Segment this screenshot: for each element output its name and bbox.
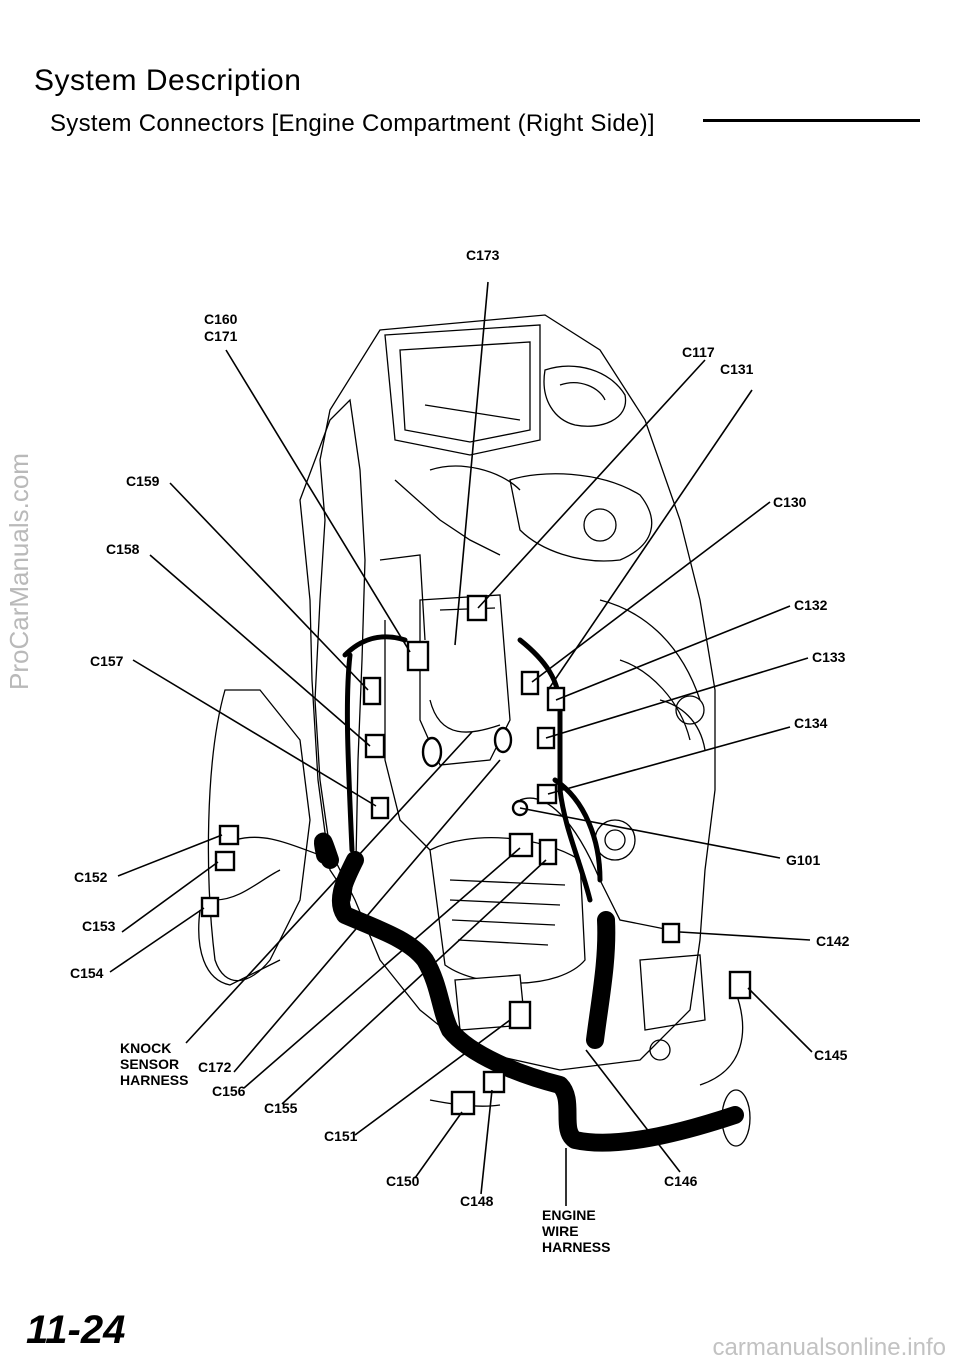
connector-c145 xyxy=(728,970,752,1000)
label-knock-line-2: SENSOR xyxy=(120,1056,179,1072)
connector-c159 xyxy=(362,676,382,706)
label-c133: C133 xyxy=(812,649,846,665)
connector-c148 xyxy=(482,1070,506,1094)
connector-c132 xyxy=(546,686,566,712)
label-c145: C145 xyxy=(814,1047,848,1063)
connector-c154 xyxy=(200,896,220,918)
connector-c150 xyxy=(450,1090,476,1116)
label-c160: C160 xyxy=(204,311,238,327)
label-c134: C134 xyxy=(794,715,828,731)
label-c146: C146 xyxy=(664,1173,698,1189)
label-engine-line-1: ENGINE xyxy=(542,1207,596,1223)
label-c158: C158 xyxy=(106,541,140,557)
label-c153: C153 xyxy=(82,918,116,934)
label-c132: C132 xyxy=(794,597,828,613)
label-c148: C148 xyxy=(460,1193,494,1209)
connector-c151 xyxy=(508,1000,532,1030)
page-number: 11-24 xyxy=(26,1308,126,1352)
connector-shapes xyxy=(200,594,752,1116)
section-subtitle: System Connectors [Engine Compartment (R… xyxy=(50,110,655,137)
bottom-watermark: carmanualsonline.info xyxy=(712,1334,946,1361)
leader-lines xyxy=(109,281,813,1206)
connector-c172 xyxy=(493,726,513,754)
label-engine-line-2: WIRE xyxy=(542,1223,579,1239)
connector-labels: C173 C160 C171 C117 C131 C159 C130 C158 … xyxy=(70,247,850,1255)
label-c142: C142 xyxy=(816,933,850,949)
label-c154: C154 xyxy=(70,965,104,981)
connector-c134 xyxy=(536,783,558,805)
label-c150: C150 xyxy=(386,1173,420,1189)
knock-sensor-connector xyxy=(421,736,443,768)
label-engine-line-3: HARNESS xyxy=(542,1239,610,1255)
connector-c153 xyxy=(214,850,236,872)
label-c151: C151 xyxy=(324,1128,358,1144)
connector-c130 xyxy=(520,670,540,696)
connector-c158 xyxy=(364,733,386,759)
connector-c157 xyxy=(370,796,390,820)
label-g101: G101 xyxy=(786,852,820,868)
label-c131: C131 xyxy=(720,361,754,377)
subtitle-rule xyxy=(703,119,920,122)
connector-c173 xyxy=(466,594,488,622)
wire-harness-drawing xyxy=(214,634,744,1152)
label-knock-line-1: KNOCK xyxy=(120,1040,171,1056)
connector-c155 xyxy=(538,838,558,866)
connector-c152 xyxy=(218,824,240,846)
label-c173: C173 xyxy=(466,247,500,263)
label-c155: C155 xyxy=(264,1100,298,1116)
label-knock-line-3: HARNESS xyxy=(120,1072,188,1088)
label-c159: C159 xyxy=(126,473,160,489)
label-c130: C130 xyxy=(773,494,807,510)
label-c171: C171 xyxy=(204,328,238,344)
connector-c160 xyxy=(406,640,430,672)
connector-c142 xyxy=(661,922,681,944)
label-c117: C117 xyxy=(682,344,715,360)
connector-c156 xyxy=(508,832,534,858)
label-c157: C157 xyxy=(90,653,124,669)
label-c156: C156 xyxy=(212,1083,246,1099)
label-c172: C172 xyxy=(198,1059,232,1075)
page-title: System Description xyxy=(34,64,302,97)
side-watermark: ProCarManuals.com xyxy=(4,453,34,690)
engine-compartment-drawing xyxy=(198,314,751,1147)
label-c152: C152 xyxy=(74,869,108,885)
